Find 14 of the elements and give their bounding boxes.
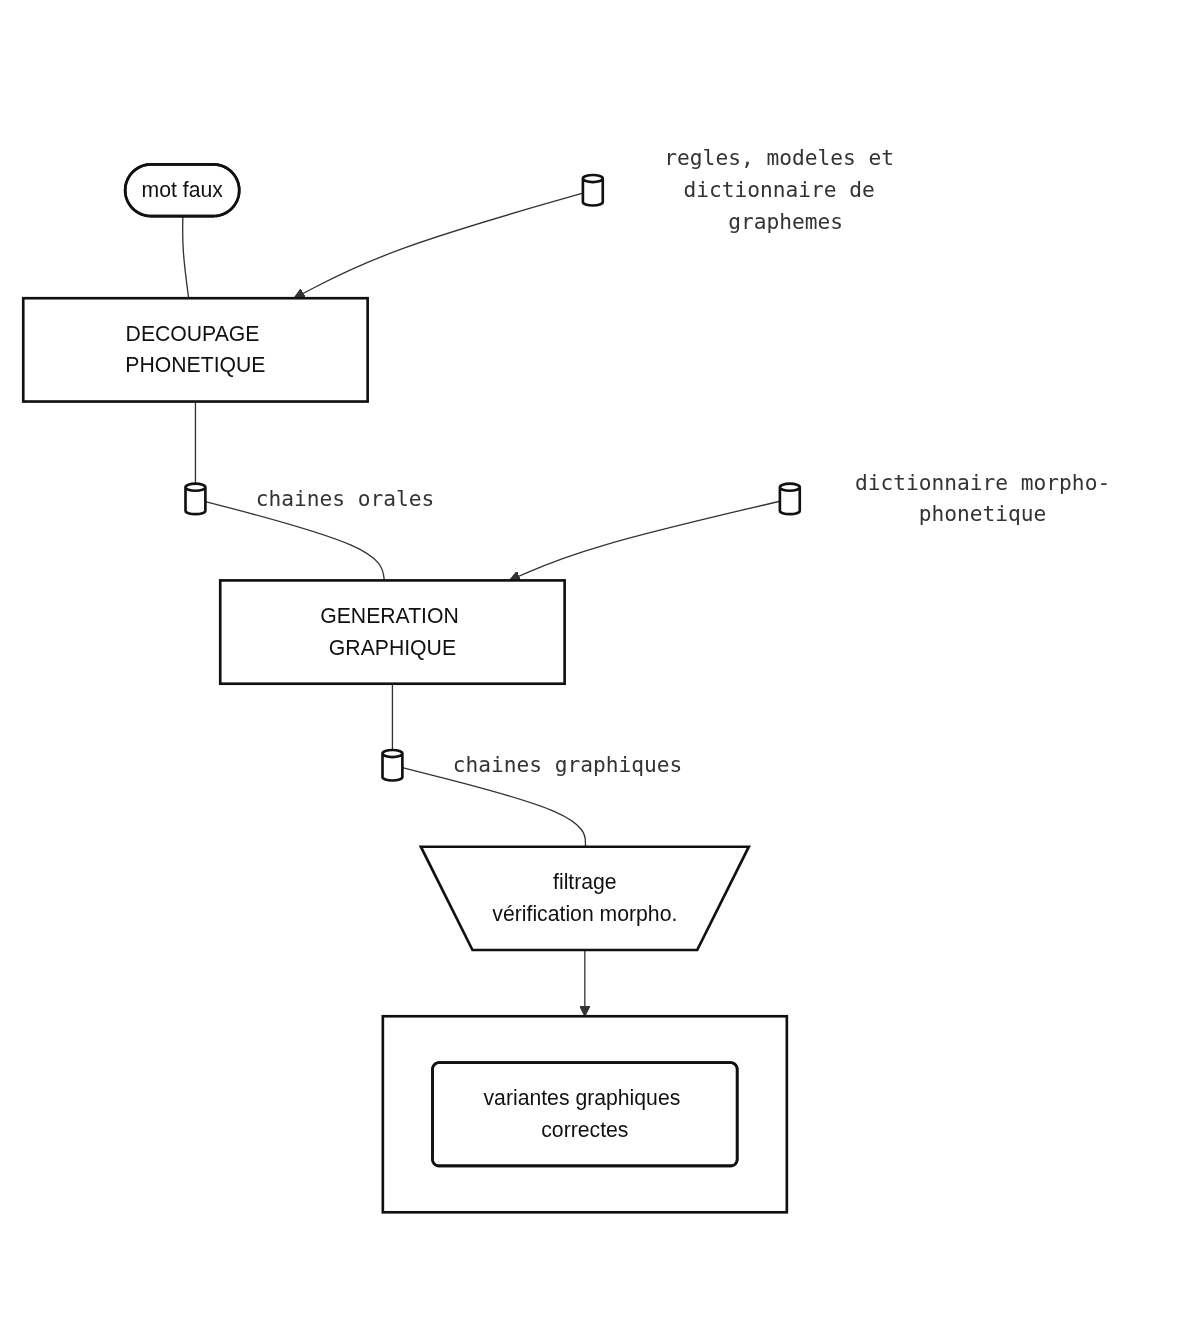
node-box: GENERATION GRAPHIQUE: [218, 579, 566, 686]
node-label: chaines orales: [255, 485, 435, 511]
cluster: [381, 1014, 789, 1214]
connector: [391, 683, 394, 751]
connector: [182, 216, 190, 299]
node-cylinder: [381, 748, 404, 782]
node-label: chaines graphiques: [452, 751, 683, 778]
node-label: regles, modeles et dictionnaire de graphemes: [664, 145, 895, 234]
arrow: [293, 192, 584, 299]
node-cylinder: [184, 482, 207, 516]
node-cylinder: [778, 482, 802, 516]
node-label: dictionnaire morpho-phonetique: [854, 469, 1111, 527]
node-box: DECOUPAGE PHONETIQUE: [21, 296, 369, 403]
node-cylinder: [581, 173, 605, 207]
